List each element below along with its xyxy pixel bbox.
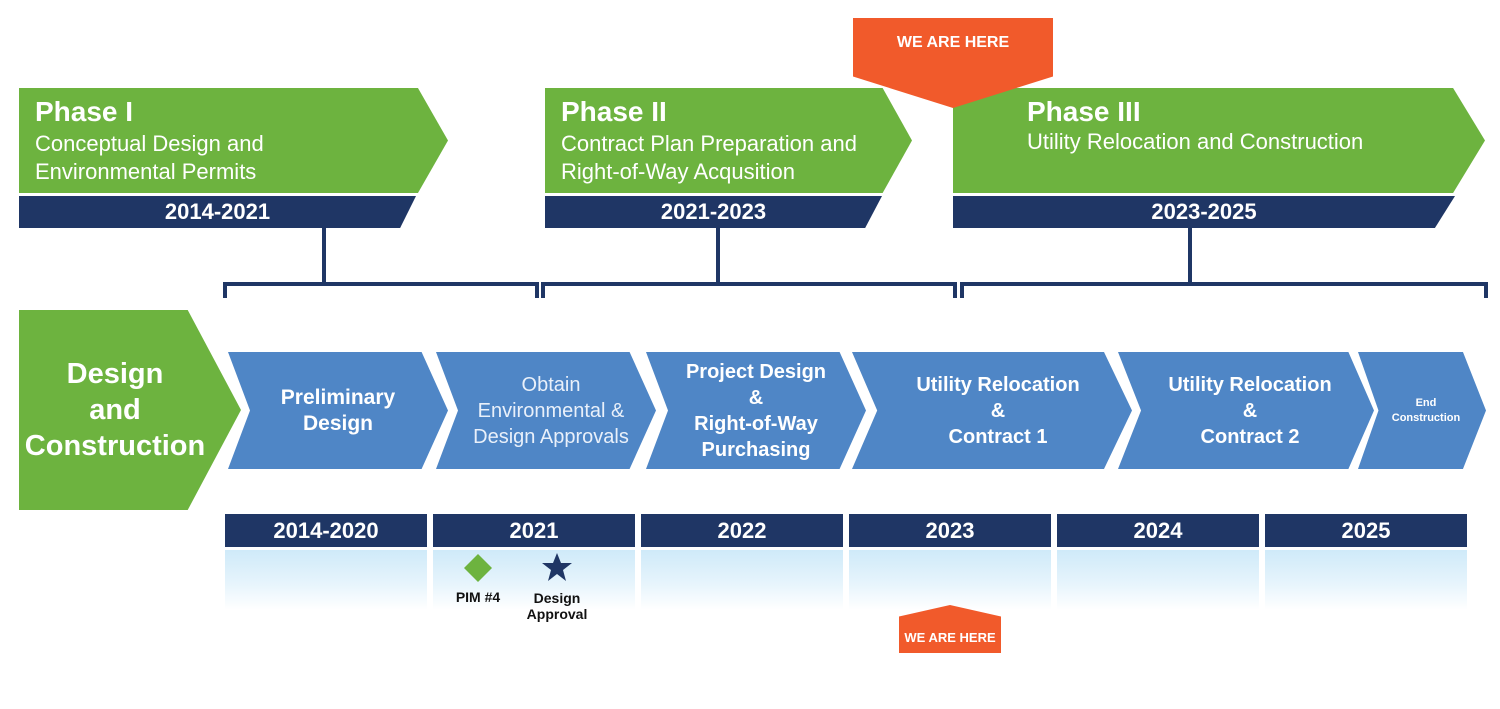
phase-3-subtitle: Utility Relocation and Construction (1027, 129, 1364, 154)
phase-2-connector (716, 228, 720, 282)
step-1-label: Preliminary Design (280, 385, 396, 435)
step-preliminary-design: Preliminary Design (228, 352, 448, 469)
phase-3-years: 2023-2025 (953, 196, 1455, 228)
phase-2-bracket (541, 282, 957, 286)
step-end-construction: End Construction (1358, 352, 1486, 469)
phase-3-title: Phase III (1027, 96, 1141, 127)
phase-1-banner: Phase I Conceptual Design and Environmen… (19, 88, 448, 193)
phase-1-subtitle: Conceptual Design and Environmental Perm… (35, 131, 264, 184)
year-cell-2022: 2022 (641, 514, 843, 547)
design-construction-label: Design and Construction (24, 358, 206, 462)
phase-1-years: 2014-2021 (19, 196, 416, 228)
phase-3-banner: Phase III Utility Relocation and Constru… (953, 88, 1485, 193)
we-are-here-top-label: WE ARE HERE (896, 34, 1010, 51)
milestone-pim-label: PIM #4 (455, 589, 501, 605)
step-obtain-approvals: Obtain Environmental & Design Approvals (436, 352, 656, 469)
phase-2-subtitle: Contract Plan Preparation and Right-of-W… (561, 131, 857, 184)
step-2-label: Obtain Environmental & Design Approvals (473, 373, 629, 448)
diamond-icon (464, 554, 492, 582)
year-cell-2014-2020: 2014-2020 (225, 514, 427, 547)
milestone-design-approval-label: Design Approval (526, 590, 588, 622)
phase-2-years: 2021-2023 (545, 196, 882, 228)
step-3-label: Project Design & Right-of-Way Purchasing (685, 360, 827, 461)
year-cell-2021: 2021 (433, 514, 635, 547)
phase-3-connector (1188, 228, 1192, 282)
phase-1-connector (322, 228, 326, 282)
we-are-here-bottom-marker (899, 605, 1001, 653)
year-cell-2025: 2025 (1265, 514, 1467, 547)
step-5-label: Utility Relocation & Contract 2 (1168, 373, 1332, 448)
step-contract-1: Utility Relocation & Contract 1 (852, 352, 1132, 469)
step-project-design: Project Design & Right-of-Way Purchasing (646, 352, 866, 469)
phase-2-title: Phase II (561, 96, 667, 127)
year-cell-2024: 2024 (1057, 514, 1259, 547)
year-band (225, 550, 427, 610)
phase-1-bracket (223, 282, 539, 286)
phase-1-title: Phase I (35, 96, 134, 127)
phase-3-bracket (960, 282, 1488, 286)
we-are-here-bottom-label: WE ARE HERE (904, 630, 996, 645)
step-contract-2: Utility Relocation & Contract 2 (1118, 352, 1374, 469)
step-4-label: Utility Relocation & Contract 1 (916, 373, 1080, 448)
step-6-label: End Construction (1391, 396, 1461, 424)
year-cell-2023: 2023 (849, 514, 1051, 547)
star-icon (542, 553, 572, 581)
phase-2-banner: Phase II Contract Plan Preparation and R… (545, 88, 912, 193)
design-construction-block (19, 310, 241, 510)
